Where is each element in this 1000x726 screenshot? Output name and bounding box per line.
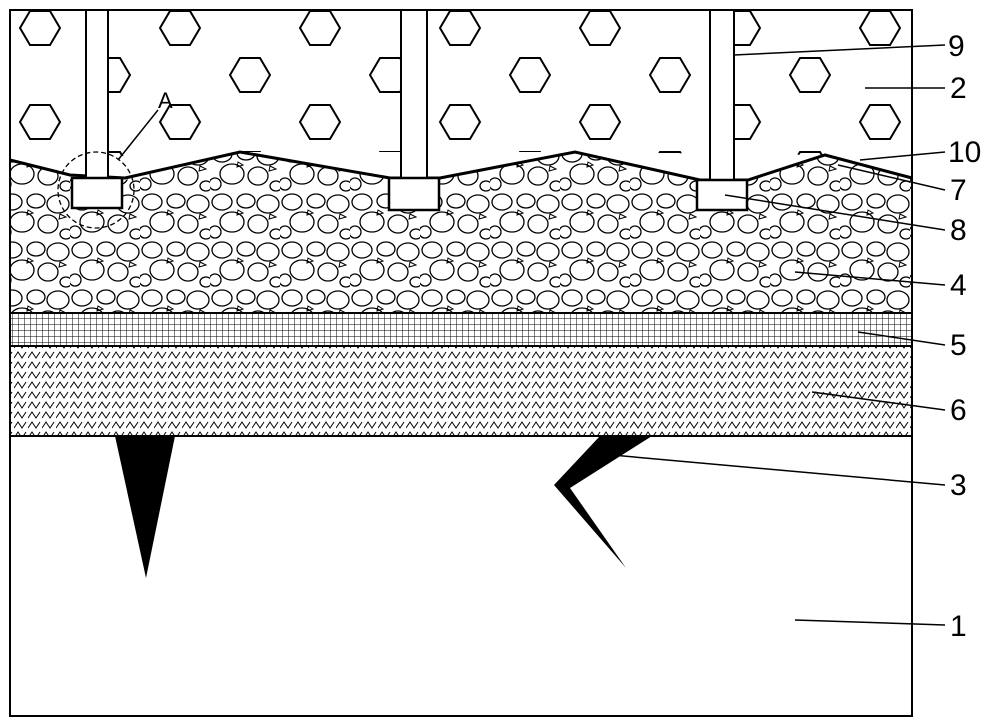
block-middle [387, 176, 441, 212]
rod-middle [400, 9, 428, 181]
detail-circle-a [57, 151, 135, 229]
label-10: 10 [948, 136, 981, 169]
label-4: 4 [950, 269, 967, 302]
outer-frame [9, 9, 913, 717]
layer-2-hexagon-fill [10, 10, 912, 178]
detail-leader-a [117, 109, 159, 161]
blocks-8 [70, 176, 749, 212]
label-7: 7 [950, 174, 967, 207]
label-5: 5 [950, 329, 967, 362]
block-left [70, 176, 124, 210]
anchor-bent-right [554, 436, 652, 568]
block-right [695, 178, 749, 212]
label-6: 6 [950, 394, 967, 427]
layer-6-zigzag [9, 345, 913, 437]
leader-lines [611, 44, 946, 626]
label-a: A [158, 88, 173, 113]
label-3: 3 [950, 469, 967, 502]
anchor-spike-left [115, 436, 175, 578]
rod-left [85, 9, 109, 181]
label-2: 2 [950, 72, 967, 105]
layer-5-mesh [9, 312, 913, 347]
label-8: 8 [950, 214, 967, 247]
label-1: 1 [950, 610, 967, 643]
layer-4-gravel [10, 152, 912, 313]
rod-right [709, 9, 735, 183]
label-9: 9 [948, 30, 965, 63]
